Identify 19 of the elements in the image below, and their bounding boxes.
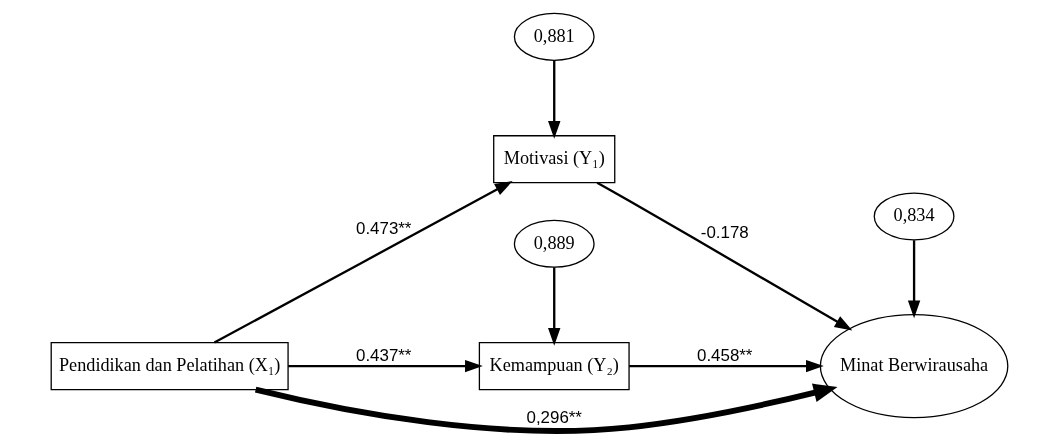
node-ellipse: 0,834 [873, 192, 955, 241]
node-box: Motivasi (Y₁) [493, 135, 616, 184]
arrow [548, 60, 561, 139]
edge-label: 0.437** [356, 346, 412, 366]
arrow [213, 181, 513, 344]
node-ellipse: 0,889 [513, 219, 595, 268]
node-box: Pendidikan dan Pelatihan (X₁) [50, 342, 289, 391]
arrow [629, 359, 824, 373]
edge-label: 0.473** [356, 218, 412, 238]
arrow [596, 181, 853, 331]
arrow [548, 267, 561, 346]
arrow [288, 359, 483, 373]
arrow [907, 240, 921, 319]
edge-label: -0.178 [700, 222, 749, 242]
node-ellipse: 0,881 [513, 12, 595, 61]
edge-label: 0,296** [526, 407, 582, 427]
node-box: Kemampuan (Y₂) [478, 342, 630, 391]
edge-label: 0.458** [696, 346, 753, 366]
arrow [254, 383, 838, 434]
